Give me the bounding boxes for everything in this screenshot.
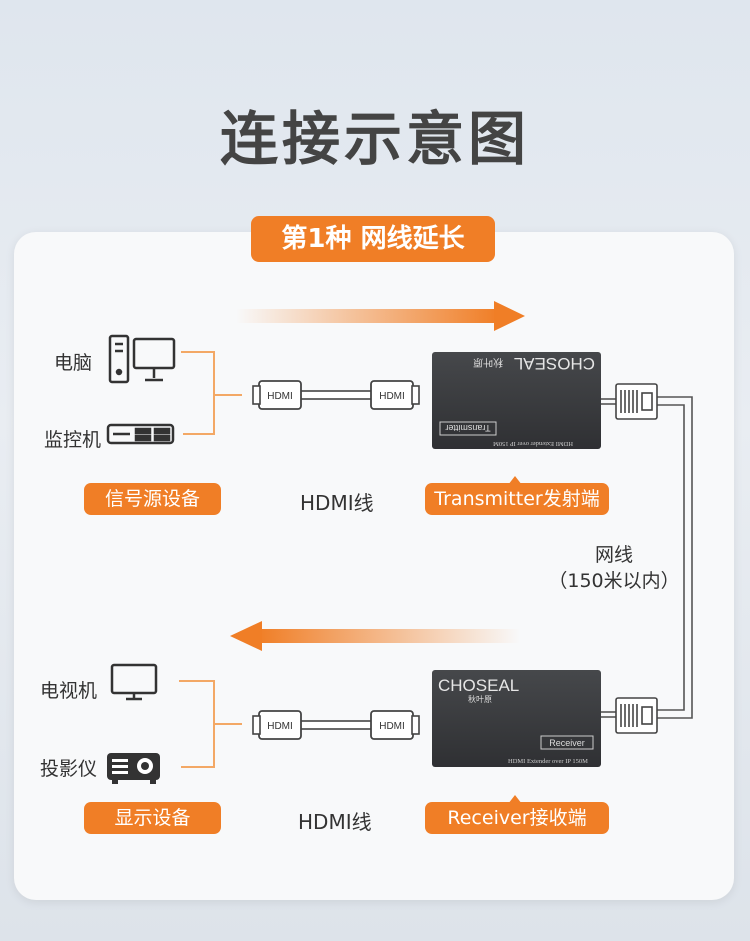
network-cable-label: 网线 bbox=[594, 544, 633, 566]
hdmi-cable-top: HDMI HDMI bbox=[252, 380, 420, 410]
transmitter-brand-cn: 秋叶原 bbox=[473, 356, 503, 369]
hdmi-connector-text: HDMI bbox=[267, 391, 293, 402]
receiver-tag: Receiver bbox=[549, 738, 585, 748]
display-bracket bbox=[179, 680, 242, 768]
source-bracket bbox=[181, 351, 242, 435]
page-title: 连接示意图 bbox=[219, 105, 530, 173]
source-badge: 信号源设备 bbox=[84, 483, 221, 515]
receiver-brand: CHOSEAL bbox=[438, 676, 519, 695]
transmitter-tag: Transmitter bbox=[445, 423, 490, 433]
transmitter-device: CHOSEAL 秋叶原 Transmitter HDMI Extender ov… bbox=[432, 352, 601, 449]
hdmi-connector-text: HDMI bbox=[379, 721, 405, 732]
monitor-icon bbox=[110, 663, 158, 701]
computer-icon bbox=[108, 334, 176, 384]
dvr-icon bbox=[106, 423, 175, 445]
network-cable bbox=[601, 396, 693, 719]
transmitter-badge: Transmitter发射端 bbox=[425, 483, 609, 515]
hdmi-connector-text: HDMI bbox=[267, 721, 293, 732]
source-device-label-computer: 电脑 bbox=[54, 352, 93, 374]
hdmi-connector-text: HDMI bbox=[379, 391, 405, 402]
rj45-connector-bottom bbox=[615, 697, 658, 734]
network-range-label: （150米以内） bbox=[548, 570, 680, 592]
section-title-badge: 第1种 网线延长 bbox=[251, 216, 495, 262]
signal-arrow-left bbox=[230, 621, 520, 651]
receiver-model: HDMI Extender over IP 150M bbox=[508, 758, 588, 765]
receiver-badge-pointer bbox=[508, 795, 522, 804]
receiver-device: CHOSEAL 秋叶原 Receiver HDMI Extender over … bbox=[432, 670, 601, 767]
display-badge: 显示设备 bbox=[84, 802, 221, 834]
transmitter-model: HDMI Extender over IP 150M bbox=[493, 440, 573, 447]
hdmi-cable-label-top: HDMI线 bbox=[300, 491, 374, 515]
projector-icon bbox=[107, 753, 160, 784]
transmitter-brand: CHOSEAL bbox=[514, 354, 595, 373]
display-device-label-tv: 电视机 bbox=[40, 680, 98, 702]
receiver-badge: Receiver接收端 bbox=[425, 802, 609, 834]
hdmi-cable-label-bottom: HDMI线 bbox=[298, 810, 372, 834]
transmitter-badge-pointer bbox=[508, 476, 522, 485]
signal-arrow-right bbox=[236, 301, 525, 331]
rj45-connector-top bbox=[615, 383, 658, 420]
source-device-label-dvr: 监控机 bbox=[44, 429, 102, 451]
hdmi-cable-bottom: HDMI HDMI bbox=[252, 710, 420, 740]
display-device-label-projector: 投影仪 bbox=[40, 758, 98, 780]
receiver-brand-cn: 秋叶原 bbox=[468, 694, 492, 704]
